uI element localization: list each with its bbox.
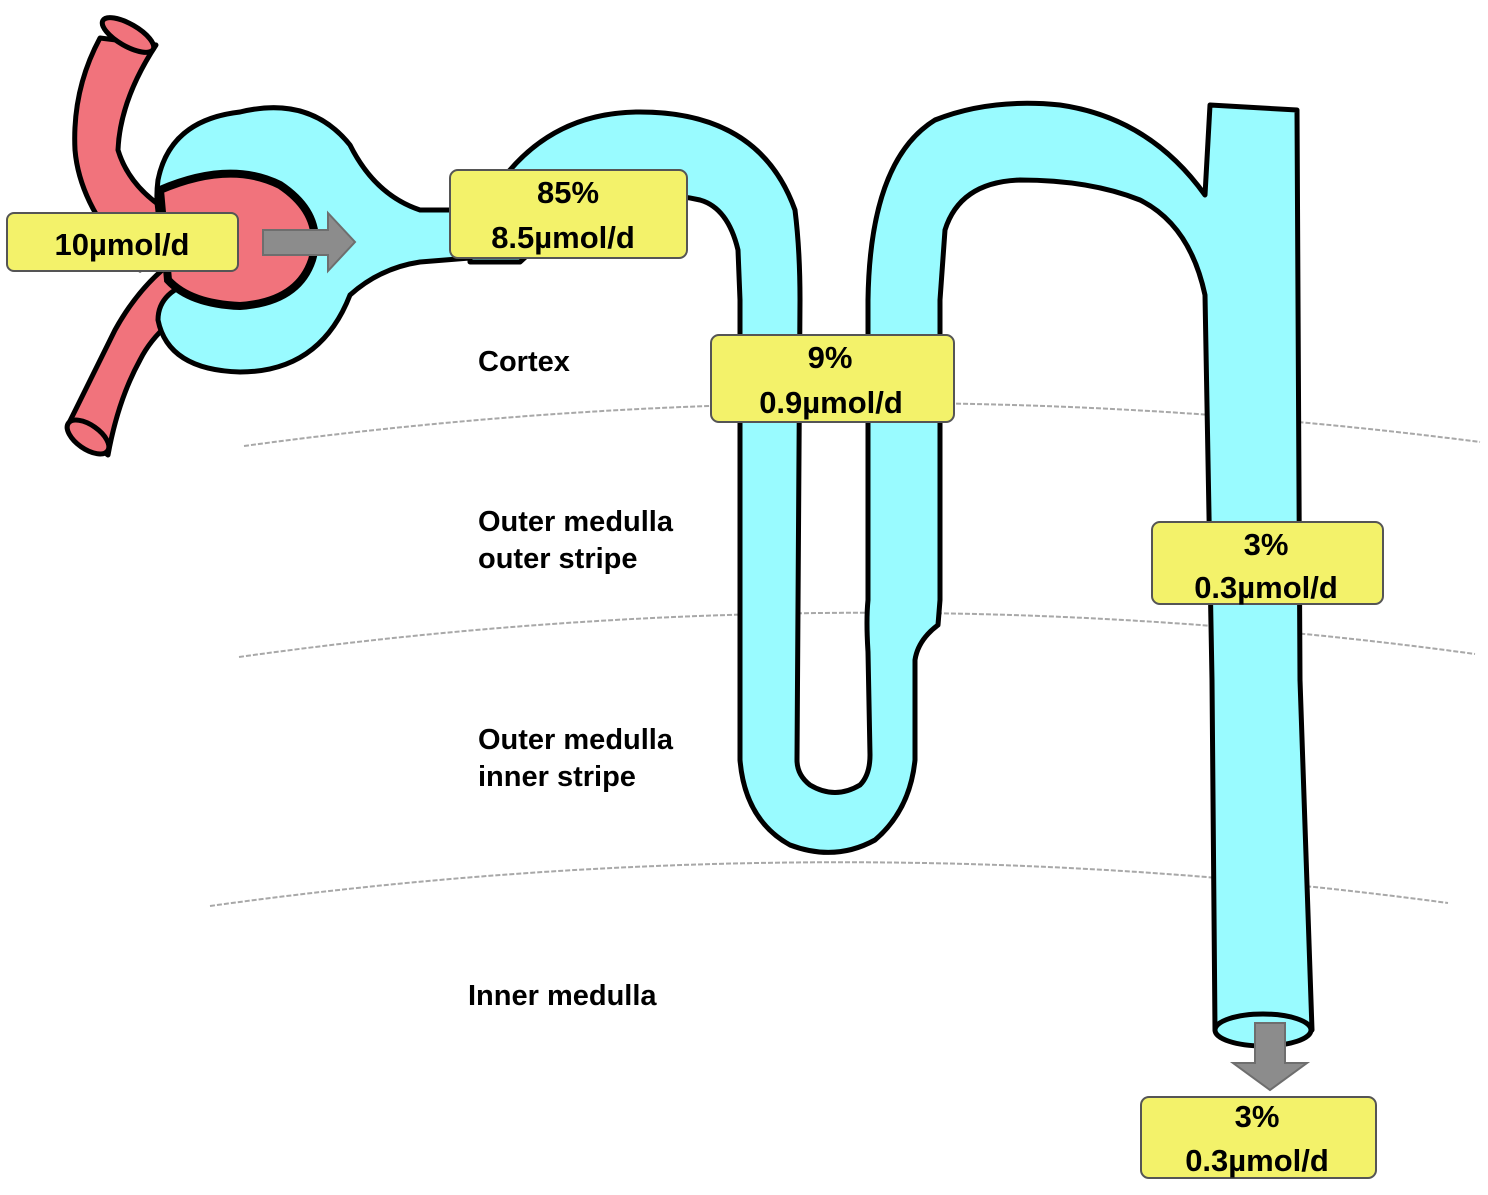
loop-box-bg bbox=[710, 334, 955, 423]
loop-amount: 0.9µmol/d bbox=[759, 385, 903, 420]
outer-stripe-label-line2: outer stripe bbox=[478, 543, 638, 575]
filtered-load-box: 10µmol/d bbox=[6, 212, 239, 272]
outer-stripe-label-line1: Outer medulla bbox=[478, 506, 674, 538]
cortex-label: Cortex bbox=[478, 346, 570, 378]
urine-amount: 0.3µmol/d bbox=[1185, 1143, 1329, 1178]
excretion-arrow-icon bbox=[1229, 1022, 1311, 1092]
proximal-tubule-percent: 85% bbox=[537, 175, 599, 210]
inner-medulla-label: Inner medulla bbox=[468, 980, 657, 1012]
collecting-duct-box: 3% 0.3µmol/d bbox=[1151, 521, 1384, 605]
filtered-load-amount: 10µmol/d bbox=[54, 227, 189, 262]
inner-stripe-label-line2: inner stripe bbox=[478, 761, 636, 793]
filtration-arrow-icon bbox=[262, 210, 357, 274]
urine-box: 3% 0.3µmol/d bbox=[1140, 1096, 1377, 1179]
outer-stripe-boundary bbox=[238, 611, 1476, 658]
inner-stripe-label-line1: Outer medulla bbox=[478, 724, 674, 756]
urine-percent: 3% bbox=[1235, 1099, 1280, 1134]
loop-percent: 9% bbox=[808, 340, 853, 375]
arteriole-opening-bottom bbox=[64, 417, 112, 457]
proximal-tubule-amount: 8.5µmol/d bbox=[491, 220, 635, 255]
tubule bbox=[467, 100, 1315, 1033]
zone-labels: Cortex Outer medulla outer stripe Outer … bbox=[468, 346, 674, 1012]
filtered-load-box-bg bbox=[6, 212, 239, 272]
collecting-duct-percent: 3% bbox=[1244, 527, 1289, 562]
proximal-tubule-box-bg bbox=[449, 169, 688, 259]
proximal-tubule-box: 85% 8.5µmol/d bbox=[449, 169, 688, 259]
urine-box-bg bbox=[1140, 1096, 1377, 1179]
collecting-duct-box-bg bbox=[1151, 521, 1384, 605]
arteriole-opening-top bbox=[99, 15, 157, 55]
collecting-duct-amount: 0.3µmol/d bbox=[1194, 570, 1338, 605]
loop-box: 9% 0.9µmol/d bbox=[710, 334, 955, 423]
